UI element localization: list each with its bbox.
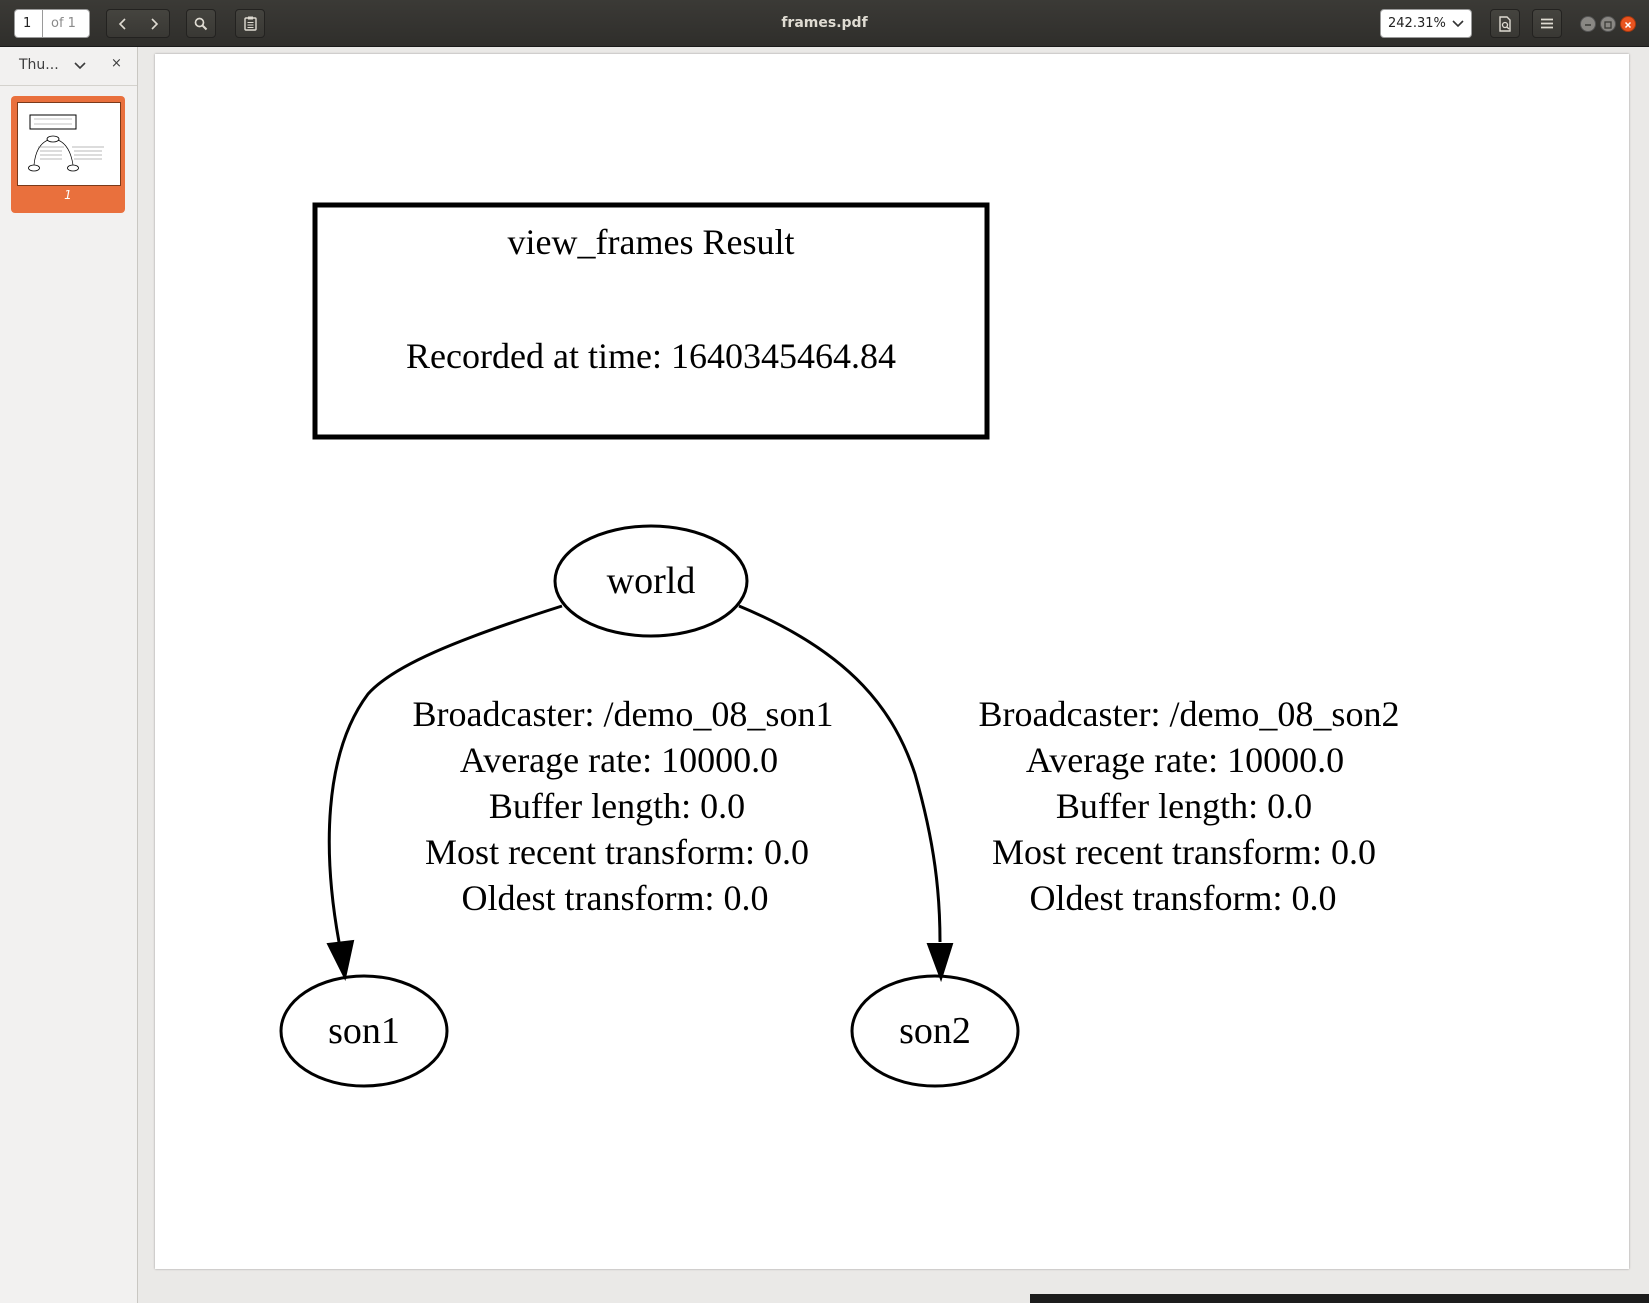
thumbnail-page-number: 1: [64, 188, 72, 202]
sidebar: Thu... × 1: [0, 47, 138, 1303]
background-strip: [1030, 1294, 1649, 1303]
minimize-icon: [1585, 24, 1591, 26]
edge-son2-most-recent: Most recent transform: 0.0: [992, 832, 1376, 872]
chevron-down-icon[interactable]: [74, 62, 86, 70]
sidebar-close-button[interactable]: ×: [111, 56, 122, 71]
search-button[interactable]: [186, 9, 216, 38]
clipboard-icon: [243, 16, 257, 31]
result-header-time: Recorded at time: 1640345464.84: [406, 336, 896, 376]
frames-graph: view_frames Result Recorded at time: 164…: [279, 202, 1400, 1088]
page-total-label: of 1: [42, 9, 90, 38]
thumbnail-graph-image: [28, 114, 104, 172]
close-icon: [1624, 21, 1632, 29]
document-viewport[interactable]: view_frames Result Recorded at time: 164…: [138, 47, 1649, 1303]
chevron-right-icon: [150, 17, 158, 30]
previous-page-button[interactable]: [107, 10, 138, 37]
page-thumbnail[interactable]: 1: [11, 96, 125, 213]
edge-label-son2: Broadcaster: /demo_08_son2 Average rate:…: [979, 694, 1400, 918]
chevron-left-icon: [118, 17, 126, 30]
maximize-button[interactable]: [1600, 16, 1616, 32]
edge-son1-broadcaster: Broadcaster: /demo_08_son1: [413, 694, 834, 734]
next-page-button[interactable]: [138, 10, 169, 37]
edge-world-son1: [327, 604, 563, 943]
edge-world-son1-arrowhead: [326, 939, 355, 981]
result-header-title: view_frames Result: [508, 222, 795, 262]
annotations-button[interactable]: [235, 9, 265, 38]
thumbnail-preview: [17, 102, 121, 186]
edge-son1-buffer-length: Buffer length: 0.0: [489, 786, 745, 826]
node-son2: [850, 974, 1020, 1088]
edge-son1-oldest: Oldest transform: 0.0: [462, 878, 769, 918]
page-nav-group: [106, 9, 170, 38]
search-icon: [194, 17, 208, 30]
print-button[interactable]: [1490, 9, 1520, 38]
close-button[interactable]: [1620, 16, 1636, 32]
chevron-down-icon: [1452, 20, 1464, 28]
menu-button[interactable]: [1532, 9, 1562, 38]
sidebar-mode-select[interactable]: Thu...: [19, 57, 59, 73]
edge-son2-buffer-length: Buffer length: 0.0: [1056, 786, 1312, 826]
node-son1: [279, 974, 449, 1088]
edge-son1-average-rate: Average rate: 10000.0: [460, 740, 778, 780]
edge-son1-most-recent: Most recent transform: 0.0: [425, 832, 809, 872]
minimize-button[interactable]: [1580, 16, 1596, 32]
pdf-page: view_frames Result Recorded at time: 164…: [155, 54, 1629, 1269]
maximize-icon: [1604, 21, 1612, 29]
edge-world-son2-arrowhead: [926, 943, 954, 983]
node-son2-label: son2: [899, 1010, 971, 1052]
zoom-value: 242.31%: [1388, 16, 1446, 31]
hamburger-icon: [1541, 18, 1553, 29]
document-icon: [1499, 15, 1511, 32]
node-son1-label: son1: [328, 1010, 400, 1052]
zoom-select[interactable]: 242.31%: [1380, 9, 1472, 38]
result-header-box: [312, 202, 990, 440]
edge-son2-average-rate: Average rate: 10000.0: [1026, 740, 1344, 780]
edge-son2-broadcaster: Broadcaster: /demo_08_son2: [979, 694, 1400, 734]
edge-son2-oldest: Oldest transform: 0.0: [1030, 878, 1337, 918]
node-world-label: world: [607, 560, 696, 602]
edge-label-son1: Broadcaster: /demo_08_son1 Average rate:…: [413, 694, 834, 918]
sidebar-header: Thu... ×: [0, 47, 137, 86]
title-bar: 1 of 1 frames.pdf 242.31%: [0, 0, 1649, 47]
edge-world-son2: [738, 604, 942, 943]
node-world: [553, 524, 749, 638]
page-number-input[interactable]: 1: [14, 9, 42, 38]
